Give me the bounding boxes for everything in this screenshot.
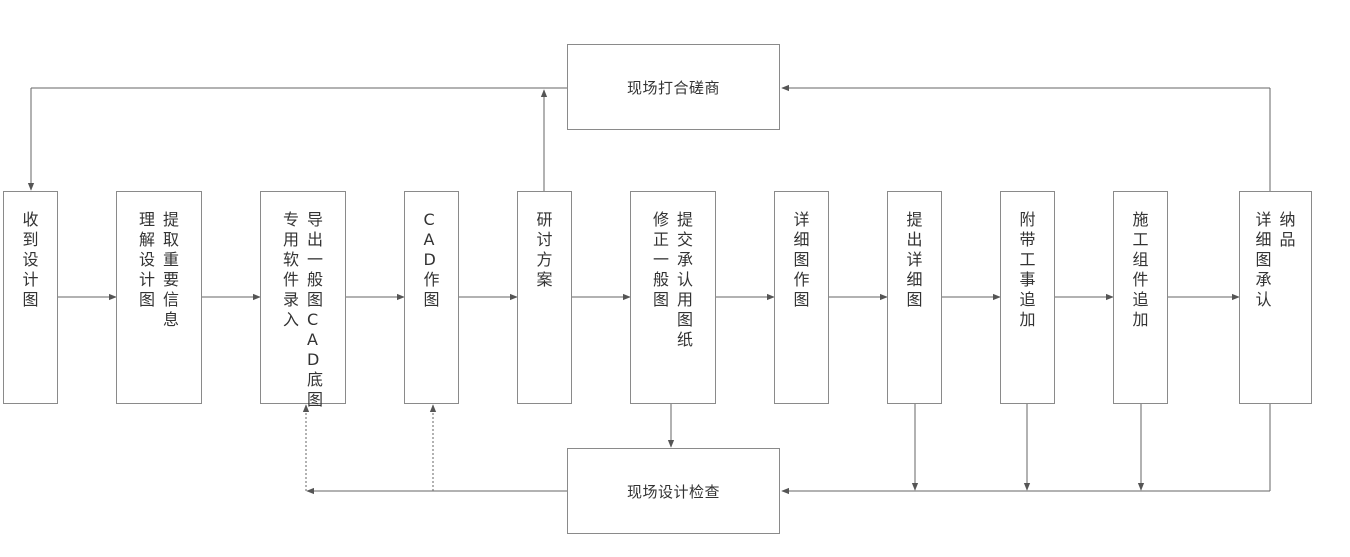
step-extra-work-label: 附带工事追加: [1019, 210, 1036, 329]
step-delivery-label: 纳品: [1279, 210, 1296, 249]
step-component-add-label: 施工组件追加: [1132, 210, 1149, 329]
step-receive-box: 收到设计图: [3, 191, 58, 404]
step-component-add-box: 施工组件追加: [1113, 191, 1168, 404]
step-detail-submit-label: 提出详细图: [906, 210, 923, 309]
step-cad-draw-box: CAD作图: [404, 191, 459, 404]
step-extract-box: 提取重要信息理解设计图: [116, 191, 202, 404]
step-detail-draw-label: 详细图作图: [793, 210, 810, 309]
step-cad-import-label: 专用软件录入: [283, 210, 300, 329]
step-extract-label: 理解设计图: [139, 210, 156, 309]
onsite-design-check-label: 现场设计检查: [626, 482, 720, 501]
step-delivery-box: 纳品详细图承认: [1239, 191, 1312, 404]
step-receive-label: 收到设计图: [22, 210, 39, 309]
step-cad-import-label: 导出一般图CAD底图: [307, 210, 324, 409]
onsite-design-check-box: 现场设计检查: [567, 448, 780, 534]
step-approval-submit-label: 提交承认用图纸: [677, 210, 694, 349]
step-detail-submit-box: 提出详细图: [887, 191, 942, 404]
step-cad-draw-label: CAD作图: [423, 210, 440, 309]
step-detail-draw-box: 详细图作图: [774, 191, 829, 404]
step-cad-import-box: 导出一般图CAD底图专用软件录入: [260, 191, 346, 409]
step-approval-submit-label: 修正一般图: [653, 210, 670, 309]
onsite-meeting-label: 现场打合磋商: [626, 78, 720, 97]
step-approval-submit-box: 提交承认用图纸修正一般图: [630, 191, 716, 404]
step-extract-label: 提取重要信息: [163, 210, 180, 329]
onsite-meeting-box: 现场打合磋商: [567, 44, 780, 130]
step-study-box: 研讨方案: [517, 191, 572, 404]
step-extra-work-box: 附带工事追加: [1000, 191, 1055, 404]
step-delivery-label: 详细图承认: [1255, 210, 1272, 309]
step-study-label: 研讨方案: [536, 210, 553, 289]
